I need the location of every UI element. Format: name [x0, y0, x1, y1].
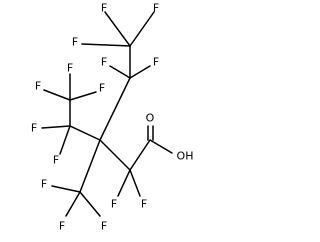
atom-label: F [101, 2, 107, 15]
bond [59, 125, 71, 155]
bond [129, 65, 151, 79]
bond [43, 89, 71, 101]
atom-label: F [72, 36, 78, 49]
atom-label: O [146, 112, 155, 125]
molecule-structure: F F F F F F F F F F O OH F F F F F [31, 2, 194, 233]
bond [104, 11, 131, 47]
atom-label: F [31, 122, 37, 135]
atom-labels: F F F F F F F F F F O OH F F F F F [31, 2, 194, 233]
atom-label: F [35, 80, 41, 93]
bond [129, 169, 141, 197]
bond [69, 91, 97, 101]
bond [129, 139, 151, 171]
bond [109, 65, 131, 79]
atom-label: F [99, 82, 105, 95]
atom-label: F [53, 154, 59, 167]
bonds [41, 11, 173, 217]
atom-label: F [67, 62, 73, 75]
bond [129, 11, 155, 47]
bond [99, 139, 131, 171]
atom-label: F [101, 56, 107, 69]
bond [51, 185, 81, 193]
bond [149, 139, 173, 154]
molecule-diagram: F F F F F F F F F F O OH F F F F F [30, 1, 194, 233]
atom-label: F [153, 2, 159, 15]
atom-label: F [141, 198, 147, 211]
bond [99, 77, 131, 141]
bond [81, 43, 131, 47]
atom-label: F [101, 220, 107, 233]
atom-label: F [153, 56, 159, 69]
atom-label: F [41, 178, 47, 191]
atom-label: F [59, 220, 65, 233]
bond [79, 139, 101, 193]
bond [41, 125, 71, 129]
bond [65, 191, 81, 217]
atom-label: OH [177, 150, 194, 163]
bond [69, 125, 101, 141]
atom-label: F [111, 198, 117, 211]
bond [117, 169, 131, 197]
bond [79, 191, 101, 217]
